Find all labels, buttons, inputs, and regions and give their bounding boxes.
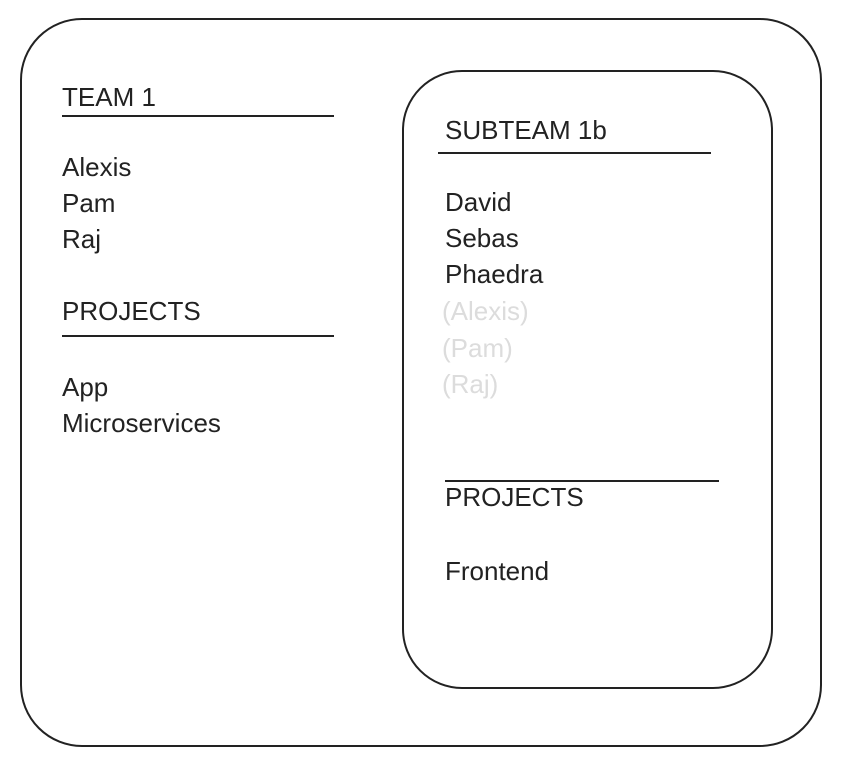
team-member: Alexis [62,152,132,182]
team-projects-divider [62,335,334,337]
team-project: App [62,372,109,402]
subteam-project: Frontend [445,556,550,586]
subteam-projects-heading: PROJECTS [445,482,584,512]
subteam-1b-container [402,70,773,689]
team-projects-heading: PROJECTS [62,296,201,326]
subteam-projects-divider [445,480,719,482]
subteam-member: David [445,187,512,217]
team-member: Raj [62,224,102,254]
team-1-container [20,18,822,747]
inherited-member: (Pam) [442,333,513,363]
subteam-member: Phaedra [445,259,544,289]
subteam-member: Sebas [445,223,519,253]
inherited-member: (Raj) [442,369,499,399]
team-project: Microservices [62,408,221,438]
team-title-divider [62,115,334,117]
subteam-title-divider [438,152,711,154]
subteam-title: SUBTEAM 1b [445,115,607,145]
team-member: Pam [62,188,116,218]
team-title: TEAM 1 [62,82,156,112]
inherited-member: (Alexis) [442,296,529,326]
